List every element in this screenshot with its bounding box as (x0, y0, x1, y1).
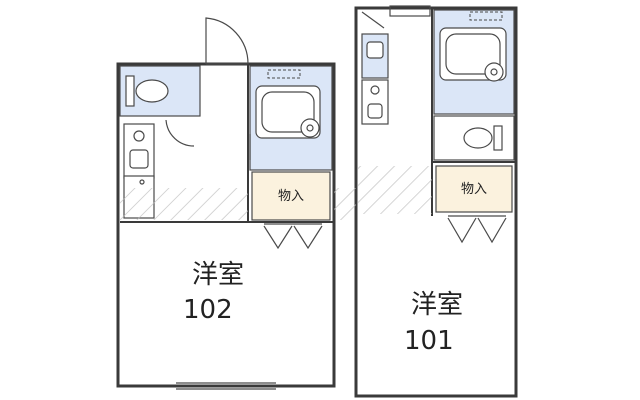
room-number-101: 101 (404, 326, 454, 356)
toilet-door-102 (165, 119, 195, 147)
entrance-101 (361, 5, 431, 29)
window-102 (176, 382, 276, 390)
toilet-icon (463, 125, 503, 151)
sink-icon (484, 62, 504, 82)
toilet-icon (125, 75, 169, 107)
room-label-101: 洋室 (411, 290, 463, 320)
kitchen-sink-icon (129, 149, 149, 169)
storage-room-102 (251, 171, 331, 221)
unit-101: 物入 洋室 101 (354, 5, 518, 398)
kitchen-101 (361, 33, 389, 125)
entrance-door-102 (205, 17, 249, 65)
storage-room-101 (435, 165, 513, 213)
room-label-102: 洋室 (192, 260, 244, 290)
hatched-band-102 (120, 188, 248, 220)
storage-label-101: 物入 (461, 182, 487, 197)
closet-door-101 (447, 215, 507, 244)
closet-door-102 (263, 223, 323, 250)
sink-icon (300, 118, 320, 138)
hatched-band-101 (358, 166, 432, 214)
storage-label-102: 物入 (278, 189, 304, 204)
ventilation-102 (267, 69, 301, 79)
hatched-band-gap (334, 188, 356, 220)
ventilation-101 (469, 11, 503, 21)
room-number-102: 102 (183, 295, 233, 325)
kitchen-sink-icon (366, 41, 384, 59)
stove-icon (133, 130, 145, 142)
